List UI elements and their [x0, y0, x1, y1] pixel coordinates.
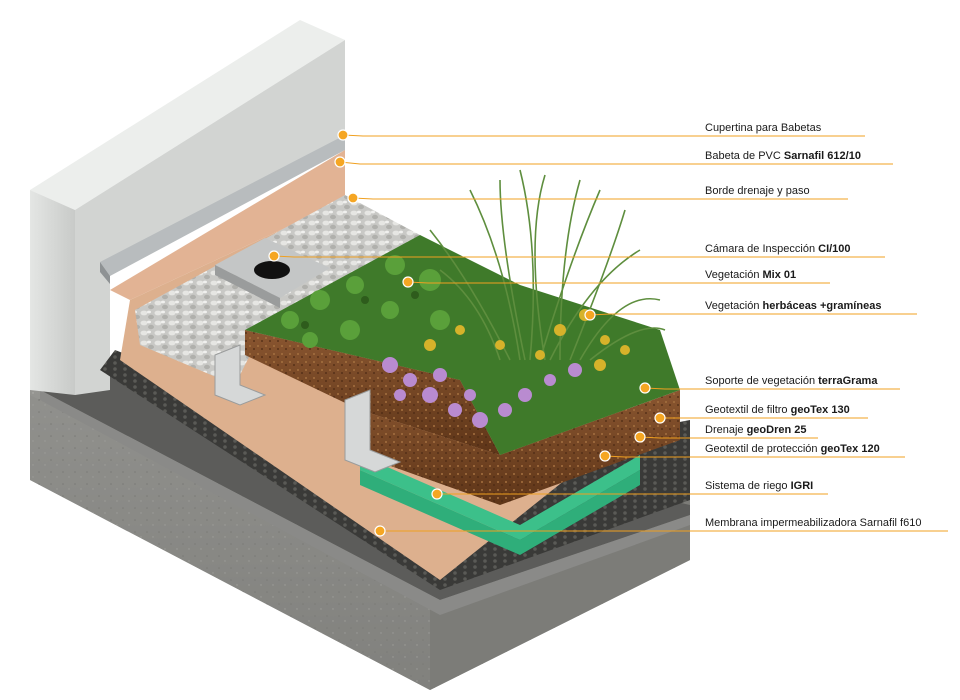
callout-marker: [431, 488, 443, 500]
substrate-block: [245, 330, 680, 505]
callout-marker: [402, 276, 414, 288]
callout-label-product: terraGrama: [818, 375, 878, 387]
callout-label: Soporte de vegetación terraGrama: [705, 375, 877, 388]
callout-label-text: Geotextil de filtro: [705, 404, 791, 416]
callout-label: Sistema de riego IGRI: [705, 480, 813, 493]
callout-leader-line: [352, 197, 848, 200]
callout-leader-line: [604, 455, 905, 458]
callout-label-text: Cupertina para Babetas: [705, 122, 822, 134]
callout-marker: [334, 156, 346, 168]
metal-brackets: [214, 344, 402, 473]
callout-leader-line: [273, 255, 885, 258]
low-vegetation: [245, 235, 680, 455]
callout-label: Vegetación herbáceas +gramíneas: [705, 300, 881, 313]
callout-leader-line: [644, 387, 900, 390]
callout-label-text: Geotextil de protección: [705, 443, 821, 455]
callout-label-product: Mix 01: [762, 269, 797, 281]
callout-marker: [374, 525, 386, 537]
callout-marker: [654, 412, 666, 424]
callout-label-product: geoTex 120: [820, 443, 880, 455]
callout-label-text: Sistema de riego: [705, 480, 791, 492]
callout-label-text: Babeta de PVC: [705, 150, 784, 162]
callout-label-text: Borde drenaje y paso: [705, 185, 810, 197]
callout-label-product: geoTex 130: [790, 404, 850, 416]
callout-leader-line: [407, 281, 830, 284]
callout-leader-line: [342, 134, 865, 137]
callout-label: Babeta de PVC Sarnafil 612/10: [705, 150, 861, 163]
callout-marker: [634, 431, 646, 443]
callout-label-product: herbáceas +gramíneas: [762, 300, 882, 312]
callout-leader-line: [339, 161, 893, 165]
callout-label: Cámara de Inspección CI/100: [705, 243, 851, 256]
callout-leader-line: [639, 436, 818, 439]
drainage-sheet-green: [360, 455, 640, 555]
callout-label-text: Soporte de vegetación: [705, 375, 819, 387]
callout-label: Borde drenaje y paso: [705, 185, 810, 198]
callout-label-text: Drenaje: [705, 424, 747, 436]
flowers-yellow: [424, 309, 630, 371]
inspection-chamber: [215, 238, 330, 308]
callout-label: Geotextil de filtro geoTex 130: [705, 404, 850, 417]
callout-label: Drenaje geoDren 25: [705, 424, 807, 437]
callout-label-product: geoDren 25: [746, 424, 807, 436]
callout-marker: [639, 382, 651, 394]
callout-label: Cupertina para Babetas: [705, 122, 821, 135]
callout-label-product: Sarnafil 612/10: [783, 150, 861, 162]
callout-label: Vegetación Mix 01: [705, 269, 796, 282]
callout-leader-line: [589, 313, 917, 316]
callout-marker: [268, 250, 280, 262]
callout-marker: [599, 450, 611, 462]
callout-label: Membrana impermeabilizadora Sarnafil f61…: [705, 517, 921, 530]
callout-label-text: Vegetación: [705, 300, 763, 312]
callout-marker: [347, 192, 359, 204]
callout-label-text: Cámara de Inspección: [705, 243, 819, 255]
callout-label-product: CI/100: [818, 243, 851, 255]
callout-label: Geotextil de protección geoTex 120: [705, 443, 880, 456]
parapet-wall: [30, 20, 345, 395]
callout-leaders: [268, 129, 948, 537]
callout-marker: [584, 309, 596, 321]
callout-label-product: IGRI: [790, 480, 814, 492]
flowers-purple: [382, 357, 582, 428]
callout-label-text: Vegetación: [705, 269, 763, 281]
callout-label-text: Membrana impermeabilizadora Sarnafil f61…: [705, 517, 922, 529]
callout-marker: [337, 129, 349, 141]
